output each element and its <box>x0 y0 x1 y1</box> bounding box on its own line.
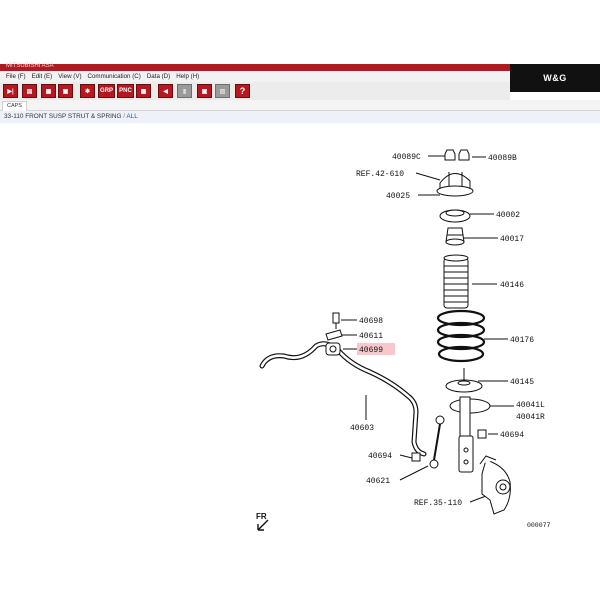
part-label-40611[interactable]: 40611 <box>359 332 383 341</box>
image-button[interactable]: ▨ <box>215 84 230 98</box>
window-title: MITSUBISHI ASA <box>6 63 54 69</box>
part-label-40017[interactable]: 40017 <box>500 235 524 244</box>
menu-help[interactable]: Help (H) <box>176 73 200 80</box>
coil-spring <box>436 309 486 363</box>
parts-button[interactable]: ✱ <box>80 84 95 98</box>
menu-edit[interactable]: Edit (E) <box>31 73 53 80</box>
title-bar: MITSUBISHI ASA <box>0 63 600 71</box>
stabilizer-link <box>429 415 445 469</box>
part-label-40698[interactable]: 40698 <box>359 317 383 326</box>
strut-body <box>449 396 491 473</box>
menu-communication[interactable]: Communication (C) <box>87 73 141 80</box>
strut-bearing <box>439 209 471 223</box>
leader-ref42 <box>415 172 441 181</box>
bookmark-button[interactable]: ▣ <box>197 84 212 98</box>
part-label-40621[interactable]: 40621 <box>366 477 390 486</box>
part-label-40694-left[interactable]: 40694 <box>368 452 392 461</box>
bump-stopper <box>445 227 465 246</box>
part-label-40041r[interactable]: 40041R <box>516 413 545 422</box>
link-nut-left <box>411 452 421 462</box>
leader-40621 <box>399 465 429 481</box>
illustration-code: 000077 <box>527 522 551 529</box>
menu-bar: File (F) Edit (E) View (V) Communication… <box>0 71 510 82</box>
part-label-40025[interactable]: 40025 <box>386 192 410 201</box>
leader-ref35 <box>469 495 487 503</box>
steering-knuckle <box>479 455 511 515</box>
part-label-40603[interactable]: 40603 <box>350 424 374 433</box>
grid-button[interactable]: ▦ <box>136 84 151 98</box>
dust-boot <box>443 254 469 309</box>
stabilizer-bushing <box>325 342 341 356</box>
menu-data[interactable]: Data (D) <box>146 73 171 80</box>
strut-spring-seat <box>445 368 483 393</box>
save-button[interactable]: ▣ <box>58 84 73 98</box>
link-nut-right <box>477 429 487 439</box>
breadcrumb: 33-110 FRONT SUSP STRUT & SPRING / ALL <box>0 111 600 123</box>
part-label-40041l[interactable]: 40041L <box>516 401 545 410</box>
stabilizer-bolt <box>332 312 340 329</box>
grp-button[interactable]: GRP <box>98 84 115 98</box>
top-nut-left <box>444 149 456 161</box>
menu-view[interactable]: View (V) <box>58 73 82 80</box>
selected-part-highlight <box>357 343 395 355</box>
catalog-button[interactable]: ▤ <box>22 84 37 98</box>
part-label-ref42-610[interactable]: REF.42-610 <box>356 170 404 179</box>
breadcrumb-path[interactable]: 33-110 FRONT SUSP STRUT & SPRING <box>4 113 122 120</box>
front-direction-label: FR <box>256 512 267 521</box>
part-label-40002[interactable]: 40002 <box>496 211 520 220</box>
part-label-40145[interactable]: 40145 <box>510 378 534 387</box>
flag-button[interactable]: ▮ <box>177 84 192 98</box>
leader-40694-left <box>399 454 413 459</box>
front-direction-arrow <box>257 519 269 531</box>
help-button[interactable]: ? <box>235 84 250 98</box>
print-button[interactable]: ▦ <box>41 84 56 98</box>
menu-file[interactable]: File (F) <box>6 73 26 80</box>
breadcrumb-separator: / <box>121 113 127 120</box>
top-nut-right <box>458 149 470 161</box>
part-label-ref35-110[interactable]: REF.35-110 <box>414 499 462 508</box>
back-button[interactable]: ◀ <box>158 84 173 98</box>
exit-button[interactable]: ▶| <box>3 84 18 98</box>
strut-top-mount <box>436 172 474 197</box>
tab-caps[interactable]: CAPS <box>2 101 27 111</box>
pnc-button[interactable]: PNC <box>117 84 134 98</box>
part-label-40146[interactable]: 40146 <box>500 281 524 290</box>
stabilizer-bar <box>259 341 427 457</box>
brand-logo: W&G <box>510 64 600 92</box>
breadcrumb-scope[interactable]: ALL <box>126 113 138 120</box>
part-label-40089b[interactable]: 40089B <box>488 154 517 163</box>
application-window: MITSUBISHI ASA W&G File (F) Edit (E) Vie… <box>0 63 600 600</box>
part-label-40089c[interactable]: 40089C <box>392 153 421 162</box>
part-label-40694-right[interactable]: 40694 <box>500 431 524 440</box>
part-label-40699[interactable]: 40699 <box>359 346 383 355</box>
tab-strip: CAPS <box>0 100 600 111</box>
stabilizer-bracket <box>325 329 343 341</box>
part-label-40176[interactable]: 40176 <box>510 336 534 345</box>
